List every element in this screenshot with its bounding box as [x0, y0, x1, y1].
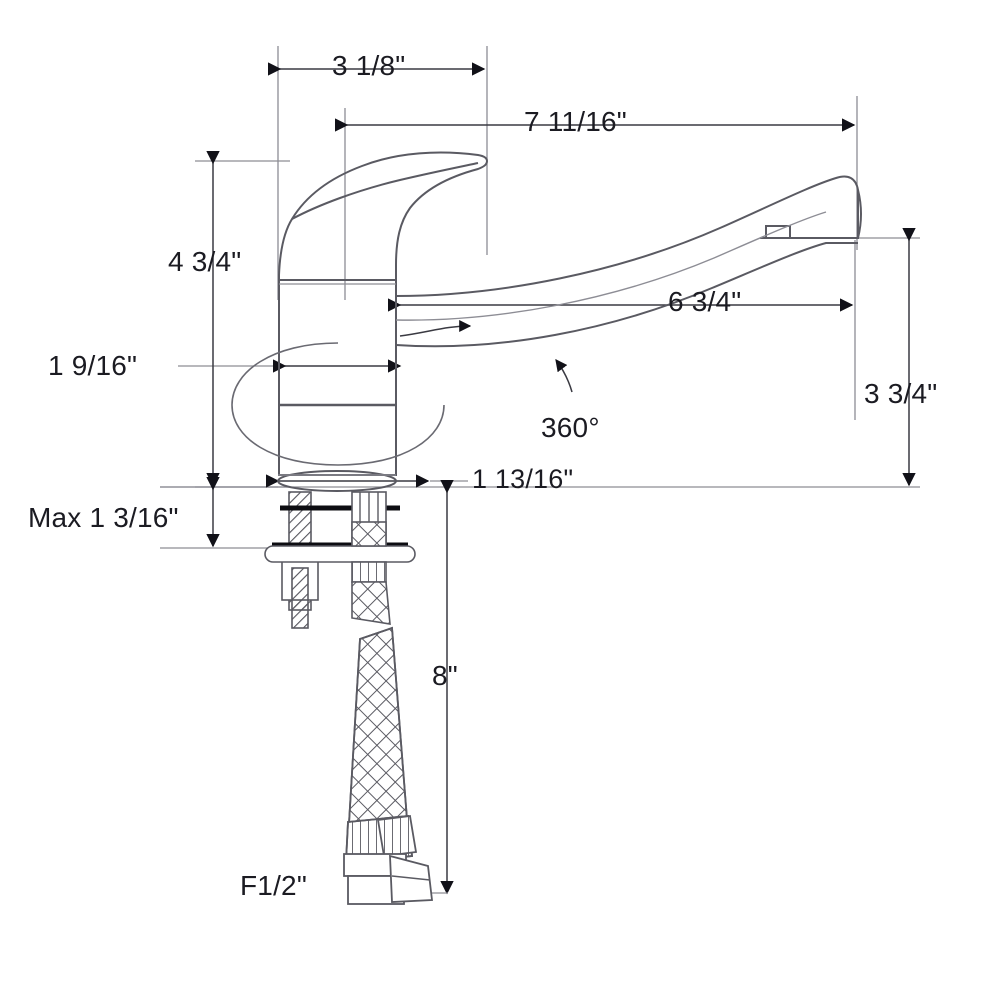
label-max-deck-thickness: Max 1 3/16" [28, 502, 179, 533]
handle-lever-inner-crease [291, 162, 479, 220]
spout-rear-edge [395, 211, 827, 321]
label-hose-length: 8" [432, 660, 458, 691]
label-spout-height: 3 3/4" [864, 378, 938, 409]
label-body-diameter: 1 9/16" [48, 350, 138, 381]
label-overall-reach: 7 11/16" [524, 106, 627, 137]
spout-upper-curve [395, 175, 859, 297]
spout-tip-end [857, 189, 862, 239]
leader-spout [399, 320, 472, 337]
faucet-body-outline [231, 151, 862, 492]
label-body-height: 4 3/4" [168, 246, 242, 277]
faucet-body-cylinder [278, 279, 397, 476]
handle-lever [278, 151, 489, 281]
leader-swivel [555, 359, 573, 393]
supply-hose [343, 626, 434, 905]
hose-ferrule-lower [351, 561, 387, 583]
spout-aerator [765, 225, 859, 239]
label-base-diameter: 1 13/16" [472, 464, 574, 494]
hose-braid-upper-seg [351, 581, 391, 625]
base-collar [277, 470, 397, 492]
label-handle-width-top: 3 1/8" [332, 50, 406, 81]
mounting-hardware [264, 491, 416, 629]
label-swivel-angle: 360° [541, 412, 600, 443]
label-spout-reach: 6 3/4" [668, 286, 742, 317]
mounting-stud-lower [291, 567, 309, 629]
hose-collar-flute-angled [376, 814, 418, 858]
swivel-arc-ellipse [231, 342, 445, 466]
hose-braided-sleeve [347, 626, 409, 842]
hose-ferrule-upper [351, 521, 387, 547]
spout-lower-curve [395, 242, 858, 348]
mounting-washer [264, 545, 416, 563]
hose-nut-angled-face [389, 854, 434, 903]
label-hose-thread: F1/2" [240, 870, 307, 901]
